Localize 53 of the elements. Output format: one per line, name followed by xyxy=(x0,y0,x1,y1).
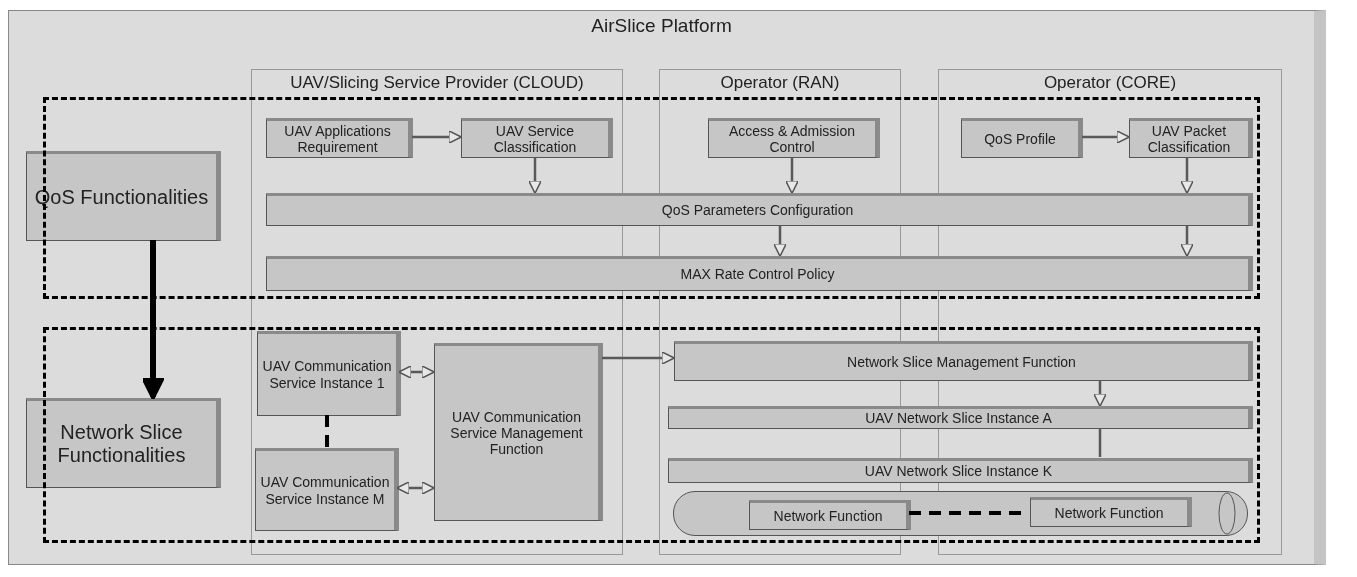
panel-title: UAV/Slicing Service Provider (CLOUD) xyxy=(289,73,585,93)
arrow xyxy=(398,365,435,379)
connector-line xyxy=(325,415,329,447)
box-label: QoS Profile xyxy=(984,130,1056,148)
arrow xyxy=(412,130,462,144)
functionality-block xyxy=(26,151,221,241)
box-label: Network Function xyxy=(1054,504,1164,522)
arrow xyxy=(1093,380,1107,407)
functionality-block xyxy=(26,398,221,488)
panel-title: Operator (CORE) xyxy=(1042,73,1178,93)
process-box xyxy=(668,458,1253,483)
panel-title: Operator (RAN) xyxy=(719,73,841,93)
box-label: Access & Admission Control xyxy=(727,122,857,156)
process-box xyxy=(266,118,413,158)
process-box xyxy=(749,500,911,530)
arrow xyxy=(396,481,435,495)
arrow xyxy=(1180,157,1194,194)
box-label: UAV Communication Service Instance 1 xyxy=(261,358,393,391)
process-box xyxy=(434,343,603,521)
box-label: UAV Communication Service Instance M xyxy=(259,474,391,507)
box-label: Network Function xyxy=(773,507,883,525)
box-label: QoS Parameters Configuration xyxy=(661,202,854,219)
process-box xyxy=(668,406,1253,429)
arrow xyxy=(773,225,787,257)
box-label: UAV Applications Requirement xyxy=(283,122,392,156)
arrow xyxy=(602,351,675,365)
cylinder xyxy=(673,491,1248,536)
box-label: Network Slice Functionalities xyxy=(56,421,187,467)
process-box xyxy=(266,193,1253,226)
arrow xyxy=(785,157,799,194)
arrow xyxy=(528,157,542,194)
process-box xyxy=(674,341,1253,381)
box-label: UAV Network Slice Instance K xyxy=(864,463,1053,480)
process-box xyxy=(461,118,613,158)
process-box xyxy=(961,118,1083,158)
arrow xyxy=(141,240,165,401)
platform-panel xyxy=(8,10,1326,565)
box-label: UAV Network Slice Instance A xyxy=(865,410,1052,427)
box-label: UAV Service Classification xyxy=(492,122,578,156)
box-label: UAV Communication Service Management Function xyxy=(449,408,584,458)
box-label: MAX Rate Control Policy xyxy=(680,266,835,283)
panel-title: AirSlice Platform xyxy=(590,15,733,37)
box-label: UAV Packet Classification xyxy=(1146,122,1232,156)
process-box xyxy=(1129,118,1253,158)
box-label: Network Slice Management Function xyxy=(847,353,1076,371)
process-box xyxy=(1030,497,1192,527)
arrow xyxy=(1082,130,1130,144)
process-box xyxy=(257,331,401,416)
arrow xyxy=(1180,225,1194,257)
process-box xyxy=(255,448,399,531)
connector-line xyxy=(1098,428,1102,457)
process-box xyxy=(708,118,880,158)
process-box xyxy=(266,256,1253,291)
